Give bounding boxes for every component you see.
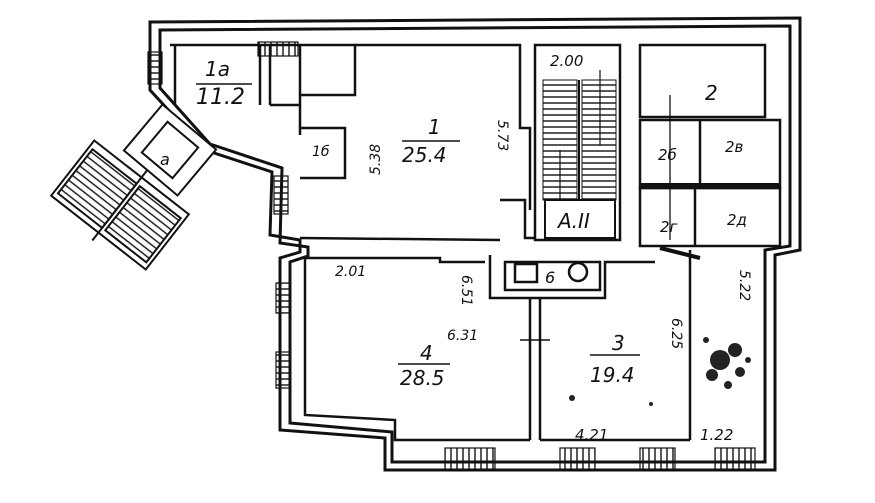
windows-bottom — [444, 447, 756, 471]
dim-r1-left: 5.38 — [368, 144, 384, 175]
dim-stair-width: 2.00 — [550, 52, 583, 70]
room-2g-number: 2г — [660, 218, 678, 236]
porch-number: а — [160, 150, 170, 169]
dim-r3-right: 6.25 — [668, 318, 684, 349]
room-1-number: 1 — [428, 115, 441, 139]
entrance-porch — [49, 103, 218, 271]
room-1-walls — [299, 43, 545, 242]
dim-r3-bottom: 4.21 — [575, 426, 608, 444]
dim-r1-right: 5.73 — [494, 120, 510, 151]
room-4-number: 4 — [420, 341, 433, 365]
room-2-block — [638, 43, 782, 248]
dim-right-strip: 5.22 — [736, 270, 752, 301]
room-6-walls — [488, 255, 655, 300]
room-2d-number: 2д — [727, 211, 747, 229]
outer-walls — [148, 16, 802, 472]
dimension-labels: 2.00 5.38 5.73 2.01 6.51 6.31 6.25 4.21 … — [335, 52, 752, 444]
room-2-number: 2 — [705, 81, 718, 105]
room-1-area: 25.4 — [402, 143, 447, 167]
dim-r4-right: 6.51 — [458, 275, 474, 306]
windows-top — [257, 41, 299, 57]
room-3-number: 3 — [612, 331, 625, 355]
room-2b-number: 2б — [658, 146, 677, 164]
room-1a-number: 1a — [205, 57, 230, 81]
room-1b-number: 1б — [312, 144, 330, 160]
dim-r4-mid: 6.31 — [447, 328, 478, 344]
staircase — [533, 43, 622, 242]
stain-marks — [569, 337, 751, 406]
windows-left — [147, 51, 291, 389]
rooms-4-3-walls — [303, 246, 701, 442]
room-labels: 1a 11.2 1 25.4 1б 2 2б 2в 2г 2д А.II 6 а… — [160, 57, 747, 390]
room-6-number: 6 — [545, 268, 555, 287]
room-4-area: 28.5 — [400, 366, 445, 390]
dim-r4-top: 2.01 — [335, 264, 366, 280]
dim-bottom-right: 1.22 — [700, 426, 733, 444]
room-2v-number: 2в — [725, 138, 744, 156]
stair-number: А.II — [556, 209, 590, 233]
room-3-area: 19.4 — [590, 363, 635, 387]
room-1a-area: 11.2 — [196, 85, 245, 110]
